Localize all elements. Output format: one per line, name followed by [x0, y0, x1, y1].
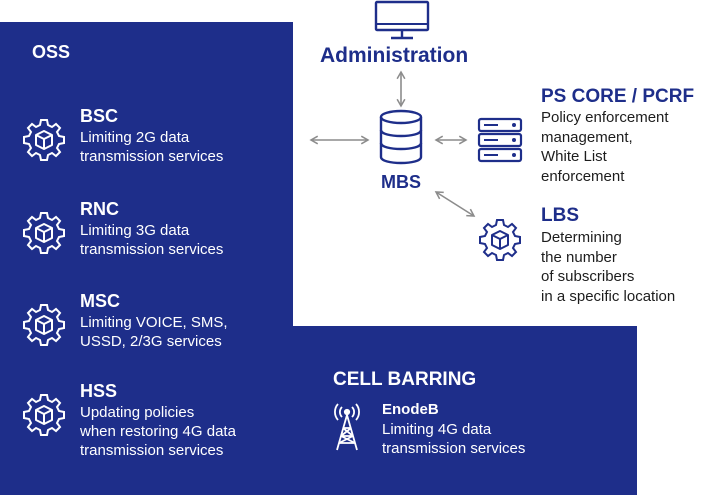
arrow-mbs-lbs [434, 191, 476, 217]
oss-item-desc-hss: Updating policies when restoring 4G data t… [80, 403, 236, 460]
lbs-description: Determining the number of subscribers in a … [541, 228, 675, 306]
mbs-label: MBS [381, 172, 421, 192]
oss-item-title-bsc: BSC [80, 106, 119, 126]
monitor-icon [374, 0, 430, 40]
lbs-desc-line: Determining [541, 229, 622, 246]
lbs-desc-line: in a specific location [541, 287, 676, 305]
oss-title: OSS [32, 42, 71, 62]
oss-item-title-msc: MSC [80, 291, 120, 311]
oss-item-title-rnc: RNC [80, 199, 119, 219]
enodeb-title: EnodeB [382, 401, 439, 418]
oss-item-desc-msc: Limiting VOICE, SMS, USSD, 2/3G services [80, 313, 228, 351]
oss-item-desc-line: when restoring 4G data [80, 423, 236, 440]
oss-item-desc-rnc: Limiting 3G data transmission services [80, 221, 223, 259]
server-icon [477, 117, 523, 163]
database-icon [379, 109, 423, 165]
oss-item-desc-line: Updating policies [80, 404, 195, 421]
ps-core-desc-line: enforcement [541, 167, 625, 185]
ps-core-pcrf-title: PS CORE / PCRF [541, 86, 695, 107]
administration-label: Administration [320, 44, 469, 67]
oss-item-title-hss: HSS [80, 381, 118, 401]
antenna-tower-icon [334, 403, 360, 451]
oss-item-desc-bsc: Limiting 2G data transmission services [80, 128, 223, 166]
ps-core-desc-line: management, [541, 128, 633, 146]
ps-core-pcrf-description: Policy enforcement management, White List e… [541, 108, 669, 186]
enodeb-description: Limiting 4G data transmission services [382, 420, 525, 458]
oss-item-desc-line: Limiting VOICE, SMS, [80, 314, 228, 331]
oss-item-desc-line: Limiting 2G data [80, 129, 190, 146]
ps-core-desc-line: White List [541, 148, 607, 165]
oss-item-desc-line: transmission services [80, 148, 224, 165]
gear-cube-icon [479, 219, 521, 261]
oss-item-desc-line: transmission services [80, 442, 224, 459]
enodeb-desc-line: transmission services [382, 440, 526, 457]
ps-core-desc-line: Policy enforcement [541, 109, 669, 126]
lbs-title: LBS [541, 205, 579, 226]
oss-item-desc-line: Limiting 3G data [80, 222, 190, 239]
enodeb-desc-line: Limiting 4G data [382, 421, 492, 438]
oss-item-desc-line: transmission services [80, 241, 224, 258]
cell-barring-title: CELL BARRING [333, 369, 477, 390]
lbs-desc-line: the number [541, 248, 617, 266]
oss-item-desc-line: USSD, 2/3G services [80, 333, 222, 350]
lbs-desc-line: of subscribers [541, 268, 635, 285]
